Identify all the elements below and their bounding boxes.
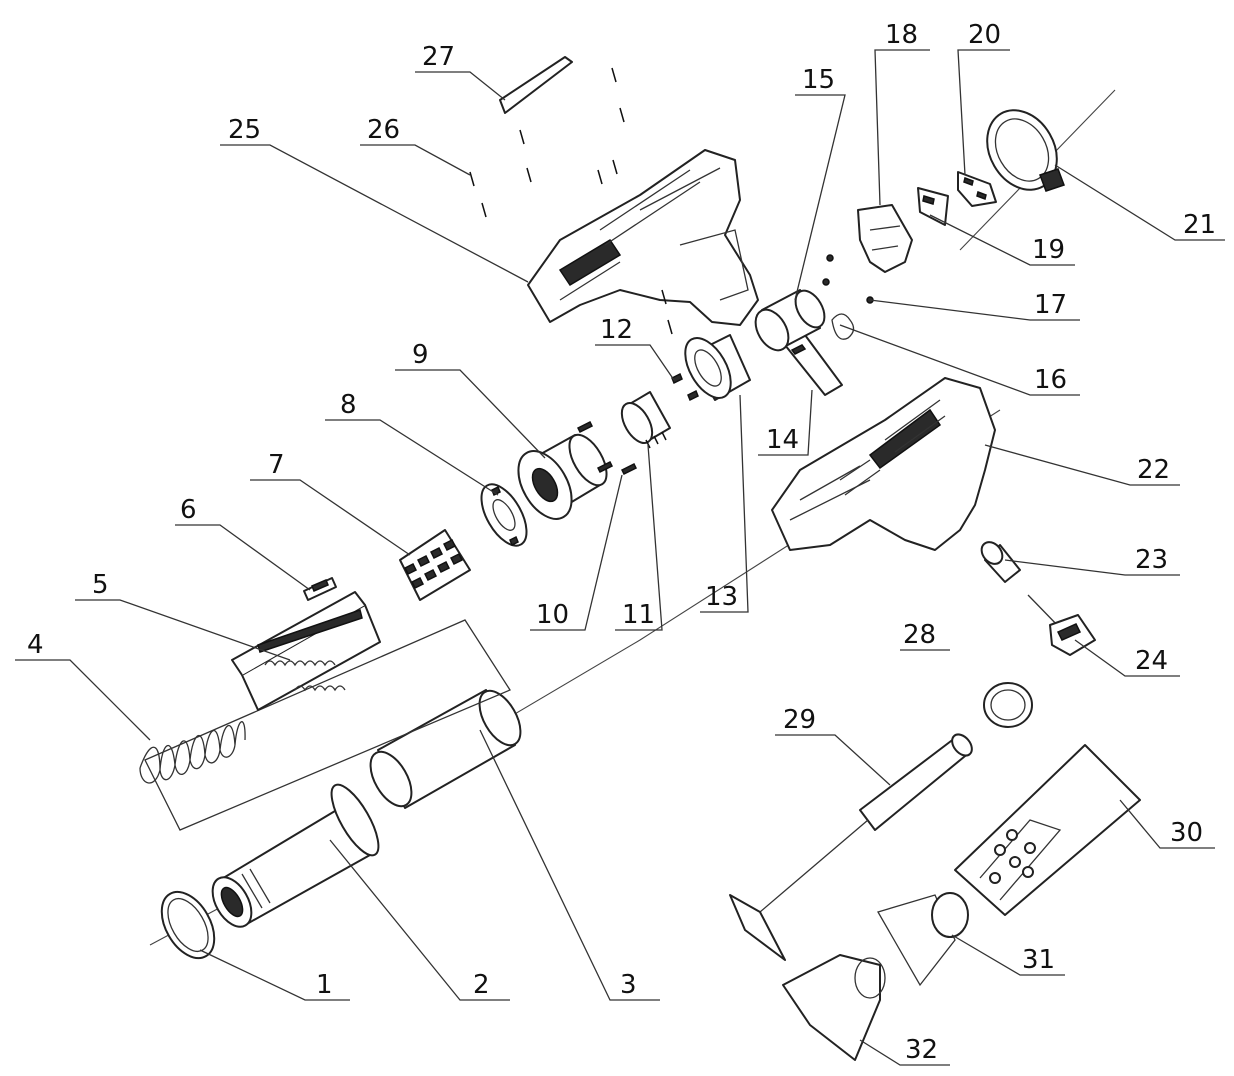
- part-4-spring-bracket: [139, 619, 511, 831]
- callout-19: 19: [1032, 235, 1065, 265]
- callout-30: 30: [1170, 818, 1203, 848]
- part-5-geared-carriage: [231, 591, 381, 711]
- callout-15: 15: [802, 65, 835, 95]
- callout-14: 14: [766, 425, 799, 455]
- callout-2: 2: [473, 970, 490, 1000]
- part-11-bearing-cap: [620, 391, 671, 449]
- part-22-housing-right: [771, 377, 996, 551]
- part-9-gear-housing: [517, 433, 608, 520]
- callout-20: 20: [968, 20, 1001, 50]
- callout-11: 11: [622, 600, 655, 630]
- part-1-sealing-ring: [160, 890, 216, 960]
- callout-6: 6: [180, 495, 197, 525]
- part-13-motor-flange: [684, 334, 751, 401]
- callout-9: 9: [412, 340, 429, 370]
- callout-23: 23: [1135, 545, 1168, 575]
- callout-10: 10: [536, 600, 569, 630]
- callout-25: 25: [228, 115, 261, 145]
- callout-26: 26: [367, 115, 400, 145]
- part-20-terminal-block: [957, 171, 997, 207]
- part-6-pin: [303, 577, 337, 601]
- part-18-switch-housing: [857, 204, 913, 273]
- part-23-collet: [980, 541, 1021, 583]
- callout-5: 5: [92, 570, 109, 600]
- callout-17: 17: [1034, 290, 1067, 320]
- part-32-reflector-nozzle: [782, 954, 886, 1061]
- callout-16: 16: [1034, 365, 1067, 395]
- part-3-cylinder-sleeve: [369, 689, 522, 809]
- part-29-scraper-tool: [729, 733, 973, 961]
- part-27-label-strip: [499, 56, 573, 114]
- callout-31: 31: [1022, 945, 1055, 975]
- callout-27: 27: [422, 42, 455, 72]
- callout-3: 3: [620, 970, 637, 1000]
- callout-21: 21: [1183, 210, 1216, 240]
- callout-18: 18: [885, 20, 918, 50]
- part-21-battery-collar: [986, 109, 1065, 192]
- callout-8: 8: [340, 390, 357, 420]
- part-7-toothed-roller: [399, 529, 471, 601]
- part-25-housing-left: [527, 149, 759, 326]
- callout-29: 29: [783, 705, 816, 735]
- callout-22: 22: [1137, 455, 1170, 485]
- callout-28: 28: [903, 620, 936, 650]
- callout-13: 13: [705, 582, 738, 612]
- part-10-screws: [576, 420, 638, 476]
- callout-4: 4: [27, 630, 44, 660]
- part-31-flat-nozzle: [877, 892, 969, 987]
- part-17-screws: [822, 254, 874, 304]
- callout-32: 32: [905, 1035, 938, 1065]
- part-28-round-cap: [983, 682, 1033, 728]
- part-30-perforated-nozzle: [954, 744, 1141, 916]
- part-14-switch-bracket: [784, 334, 843, 396]
- callout-7: 7: [268, 450, 285, 480]
- callout-12: 12: [600, 315, 633, 345]
- callout-labels: 1 2 3 4 5 6 7 8 9 10 11 12 13 14 15 16 1…: [27, 20, 1216, 1065]
- callout-24: 24: [1135, 646, 1168, 676]
- leader-lines: [15, 49, 1225, 1066]
- part-15-motor: [754, 289, 826, 352]
- part-19-contact-plate: [917, 187, 949, 226]
- callout-1: 1: [316, 970, 333, 1000]
- part-24-drive-shaft: [1027, 594, 1096, 656]
- part-26-screws: [469, 67, 673, 335]
- part-2-flanged-tube: [211, 783, 380, 928]
- part-12-pins: [671, 372, 699, 402]
